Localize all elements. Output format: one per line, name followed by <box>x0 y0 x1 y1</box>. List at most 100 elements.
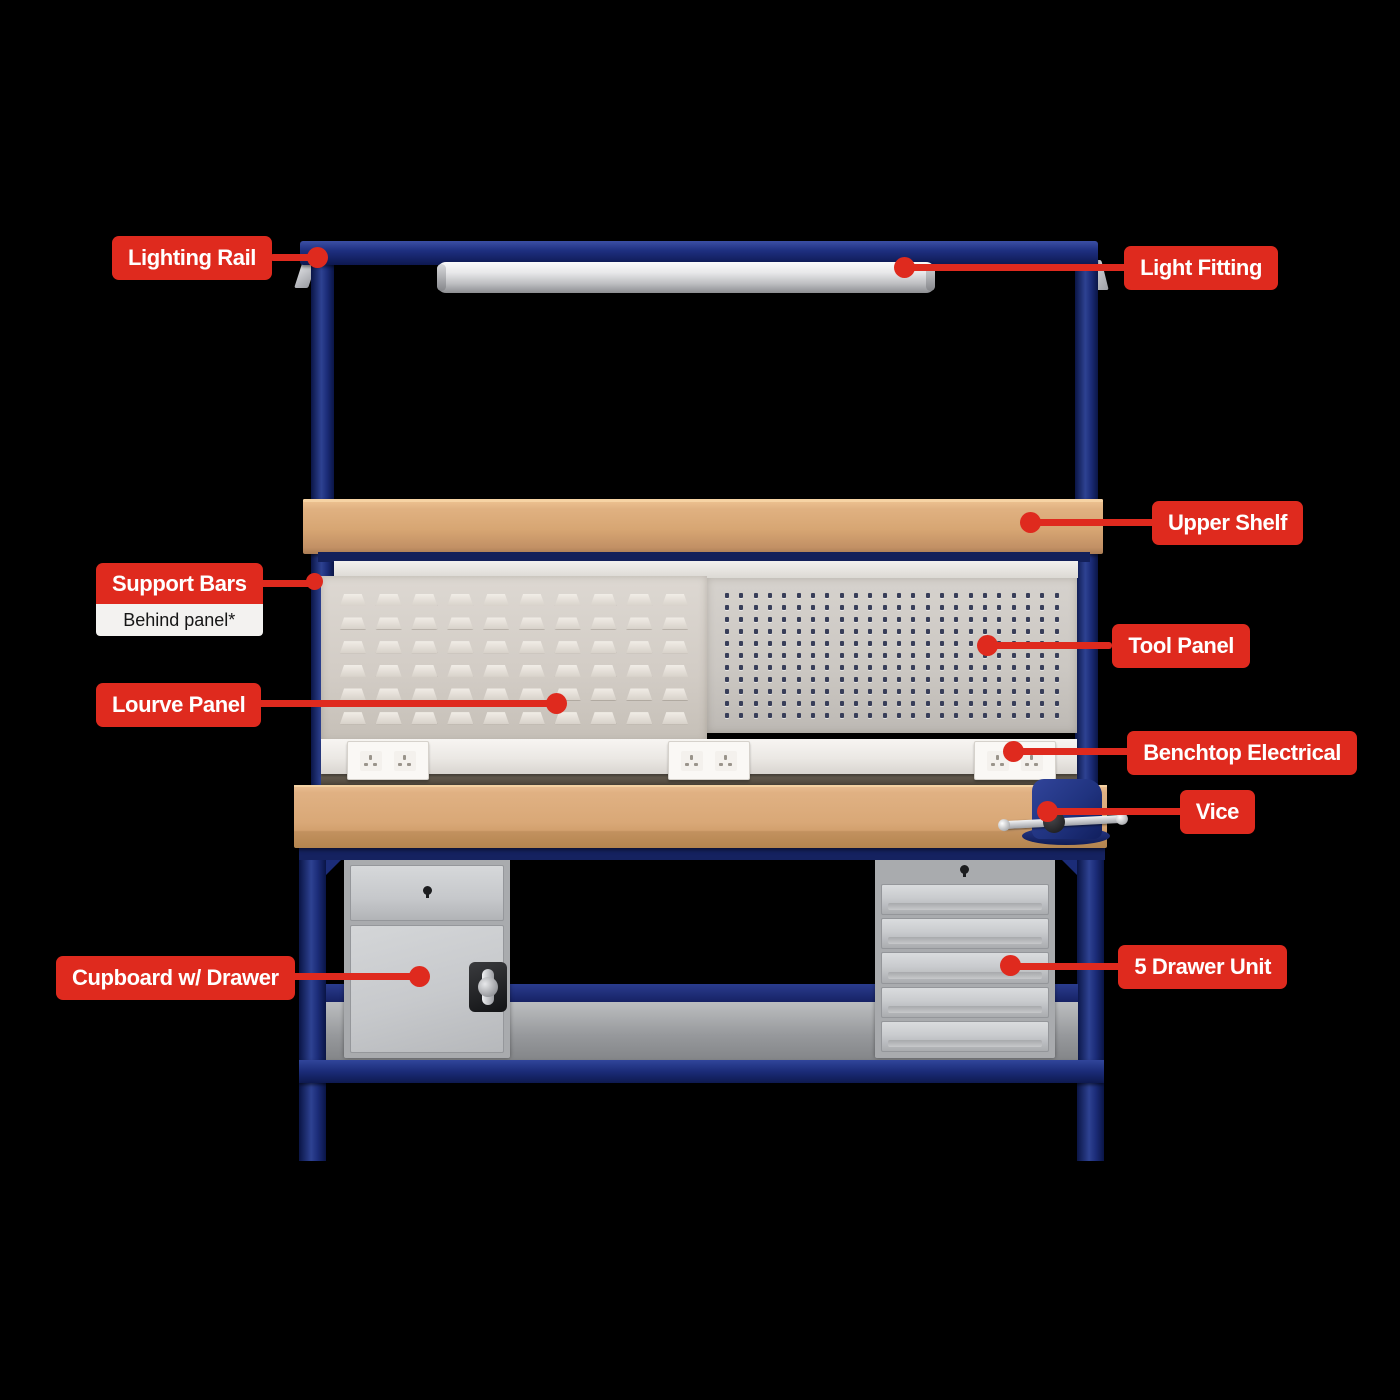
peg-hole <box>882 641 887 647</box>
peg-hole <box>940 617 945 623</box>
peg-hole <box>911 641 916 647</box>
label-cupboard: Cupboard w/ Drawer <box>56 956 295 1000</box>
peg-hole <box>868 676 873 682</box>
peg-hole <box>1040 605 1045 611</box>
callout-dot-tool-panel <box>977 635 998 656</box>
louvre-tab <box>339 617 366 630</box>
peg-hole <box>897 676 902 682</box>
peg-hole <box>768 641 773 647</box>
peg-hole <box>882 664 887 670</box>
louvre-tab <box>339 688 366 701</box>
peg-hole <box>897 617 902 623</box>
label-tool-panel: Tool Panel <box>1112 624 1250 668</box>
front-stretcher <box>299 1060 1104 1083</box>
louvre-tab <box>590 593 617 606</box>
peg-hole <box>782 676 787 682</box>
peg-hole <box>739 629 744 635</box>
peg-hole <box>782 617 787 623</box>
peg-hole <box>782 593 787 599</box>
peg-hole <box>983 712 988 718</box>
callout-dot-vice <box>1037 801 1058 822</box>
peg-hole <box>997 700 1002 706</box>
peg-hole <box>1054 664 1059 670</box>
peg-hole <box>811 641 816 647</box>
callout-dot-lighting-rail <box>307 247 328 268</box>
peg-hole <box>954 605 959 611</box>
peg-hole <box>854 593 859 599</box>
keyhole <box>423 886 432 898</box>
louvre-tab <box>590 641 617 654</box>
louvre-tab <box>411 688 438 701</box>
louvre-tab <box>554 641 581 654</box>
louvre-tab <box>662 617 689 630</box>
peg-hole <box>1054 605 1059 611</box>
peg-hole <box>954 700 959 706</box>
peg-hole <box>1011 617 1016 623</box>
peg-hole <box>954 629 959 635</box>
louvre-tab <box>411 593 438 606</box>
peg-hole <box>825 593 830 599</box>
peg-hole <box>796 605 801 611</box>
peg-hole <box>782 664 787 670</box>
peg-hole <box>1054 712 1059 718</box>
peg-hole <box>768 652 773 658</box>
louvre-tab <box>447 617 474 630</box>
peg-hole <box>811 664 816 670</box>
louvre-tab <box>626 641 653 654</box>
keyhole <box>960 865 969 877</box>
peg-hole <box>1011 712 1016 718</box>
louvre-tab <box>447 641 474 654</box>
upper-shelf-board <box>303 499 1103 554</box>
peg-hole <box>868 688 873 694</box>
louvre-tab <box>590 688 617 701</box>
leg-right <box>1077 856 1104 1161</box>
peg-hole <box>997 676 1002 682</box>
louvre-tab <box>375 617 402 630</box>
peg-hole <box>925 700 930 706</box>
peg-hole <box>811 700 816 706</box>
peg-hole <box>1026 676 1031 682</box>
louvre-tab <box>662 664 689 677</box>
worktop <box>294 785 1107 848</box>
peg-hole <box>796 652 801 658</box>
peg-hole <box>796 712 801 718</box>
louvre-tab <box>590 664 617 677</box>
peg-hole <box>854 641 859 647</box>
peg-hole <box>854 712 859 718</box>
peg-hole <box>1040 664 1045 670</box>
socket-face <box>715 750 737 771</box>
peg-hole <box>1026 617 1031 623</box>
peg-hole <box>897 629 902 635</box>
peg-hole <box>882 700 887 706</box>
five-drawer-unit <box>875 858 1055 1058</box>
peg-hole <box>825 641 830 647</box>
louvre-tab <box>375 712 402 725</box>
peg-hole <box>796 629 801 635</box>
peg-hole <box>825 688 830 694</box>
louvre-tab <box>411 664 438 677</box>
label-lighting-rail: Lighting Rail <box>112 236 273 280</box>
peg-hole <box>968 676 973 682</box>
peg-hole <box>868 664 873 670</box>
electrical-rail-shadow <box>321 772 1077 788</box>
peg-hole <box>954 664 959 670</box>
peg-hole <box>1040 688 1045 694</box>
louvre-tab <box>554 593 581 606</box>
peg-hole <box>897 664 902 670</box>
peg-hole <box>911 700 916 706</box>
drawer-front <box>881 884 1049 916</box>
drawer-front <box>881 986 1049 1018</box>
peg-hole <box>897 712 902 718</box>
corner-brace-right <box>1060 858 1077 875</box>
louvre-tab <box>590 617 617 630</box>
louvre-tab <box>626 688 653 701</box>
peg-hole <box>968 629 973 635</box>
peg-hole <box>796 688 801 694</box>
peg-hole <box>811 617 816 623</box>
peg-hole <box>1054 629 1059 635</box>
peg-hole <box>768 688 773 694</box>
socket-face <box>394 750 416 771</box>
peg-hole <box>854 617 859 623</box>
callout-dot-lourve-panel <box>546 693 567 714</box>
louvre-tab <box>411 641 438 654</box>
